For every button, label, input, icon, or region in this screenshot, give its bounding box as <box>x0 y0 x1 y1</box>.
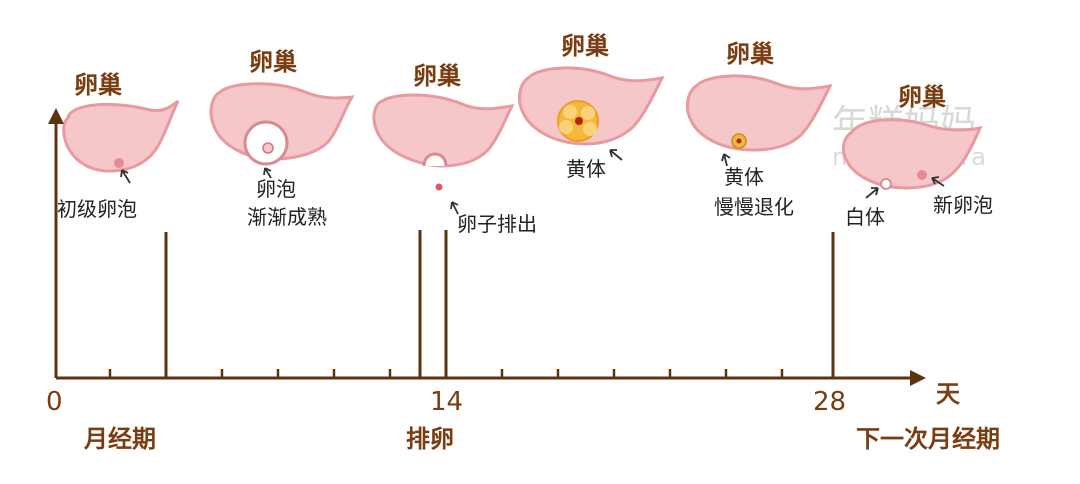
corpus-luteum-icon <box>557 100 599 142</box>
stage-caption: 白体 <box>845 205 885 229</box>
ovary-title: 卵巢 <box>561 32 609 60</box>
regressing-core-icon <box>736 138 742 144</box>
ovary-shape <box>372 93 515 168</box>
phase-label-next-menstruation: 下一次月经期 <box>856 425 1000 453</box>
stage-caption-second-line: 渐渐成熟 <box>247 205 327 229</box>
axis-ticks <box>108 369 784 378</box>
primary-follicle-icon <box>114 158 124 168</box>
ovary-title: 卵巢 <box>898 83 946 111</box>
y-axis-arrowhead <box>48 108 64 124</box>
stage-caption: 黄体 <box>724 165 764 189</box>
phase-label-ovulation: 排卵 <box>406 425 454 453</box>
stage-caption: 黄体 <box>566 157 606 181</box>
phase-boundaries <box>164 230 835 378</box>
ovary-title: 卵巢 <box>249 48 297 76</box>
corpus-albicans-icon <box>880 178 892 190</box>
stage-caption: 卵泡 <box>256 177 296 201</box>
tick-label-0: 0 <box>46 387 63 417</box>
tick-label-14: 14 <box>430 387 463 417</box>
stage-ovulation: 卵巢 卵子排出 <box>372 62 537 236</box>
new-follicle-icon <box>917 170 927 180</box>
x-axis-arrowhead <box>910 370 926 386</box>
released-egg-icon <box>435 183 443 191</box>
pointer-arrow-icon <box>450 201 459 215</box>
stage-caption-second-line: 慢慢退化 <box>714 195 794 219</box>
phase-label-menstruation: 月经期 <box>83 425 156 453</box>
pointer-arrow-icon <box>931 176 945 187</box>
stage-caption-second-line: 新卵泡 <box>933 193 993 217</box>
stage-caption: 初级卵泡 <box>57 197 137 221</box>
axis-unit-label: 天 <box>936 380 960 408</box>
pointer-arrow-icon <box>865 187 879 199</box>
stage-maturing-follicle: 卵巢 卵泡 渐渐成熟 <box>209 48 355 229</box>
pointer-arrow-icon <box>120 169 131 184</box>
ovary-shape <box>842 118 983 190</box>
egg-cell-icon <box>262 142 274 154</box>
stage-corpus-luteum: 卵巢 黄体 <box>518 32 665 181</box>
stage-primary-follicle: 卵巢 初级卵泡 <box>57 71 180 221</box>
stage-corpus-luteum-regressing: 卵巢 黄体 慢慢退化 <box>686 40 833 219</box>
ovary-title: 卵巢 <box>726 40 774 68</box>
pointer-arrow-icon <box>263 167 272 179</box>
ovary-shape <box>686 74 833 152</box>
timeline-axes <box>48 108 926 386</box>
pointer-arrow-icon <box>721 153 731 167</box>
ruptured-follicle-icon <box>422 152 448 167</box>
ovary-title: 卵巢 <box>413 62 461 90</box>
stage-corpus-albicans: 卵巢 白体 新卵泡 <box>842 83 993 229</box>
tick-label-28: 28 <box>813 387 846 417</box>
ovary-shape <box>62 99 180 173</box>
ovary-title: 卵巢 <box>74 71 122 99</box>
stage-caption: 卵子排出 <box>457 212 537 236</box>
pointer-arrow-icon <box>609 149 623 161</box>
